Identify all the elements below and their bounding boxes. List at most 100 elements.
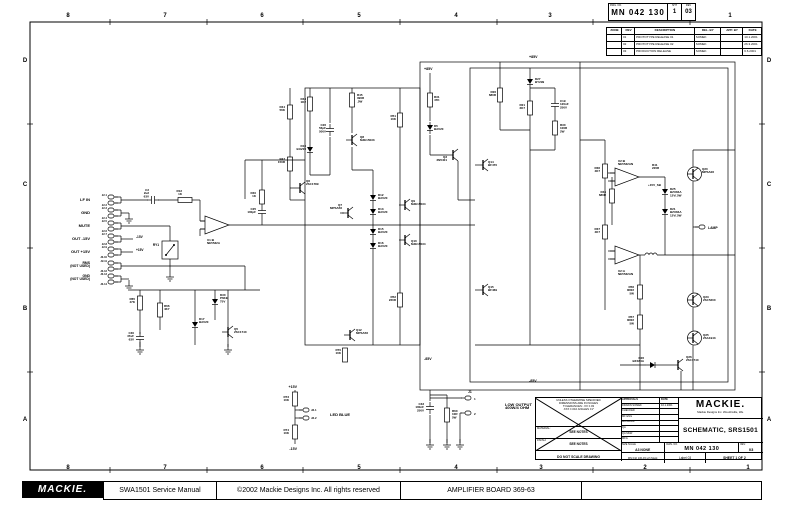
approval-role: CHECKED [621,409,660,414]
component-label: MUTE [79,223,91,228]
component-label: J2-9 [102,245,108,249]
sheet-label: SHT [672,4,677,7]
grid-ref: 4 [454,13,458,19]
revision-cell: REV [622,28,636,34]
revision-cell: 02 [622,42,636,48]
approval-date: 10.1.2001 [661,403,673,407]
approval-row: MATERIAL [621,420,678,427]
grid-ref: 8 [66,465,70,471]
approval-row: QA MGR [621,431,678,438]
revision-cell: SOMEK [695,42,721,48]
footer-cell: ©2002 Mackie Designs Inc. All rights res… [217,482,401,499]
approval-role: QA [621,426,660,431]
revision-cell: 6.6.2001 [744,49,756,54]
finish-value: SEE NOTES [569,442,588,446]
approval-date: DATE [661,398,668,401]
grid-ref: B [767,306,772,312]
grid-ref: 5 [357,465,361,471]
revision-cell: DESCRIPTION [635,28,695,34]
grid-ref: 7 [163,13,167,19]
component-label: J2-2 [102,203,108,207]
revision-cell: PROTOTYPE RELEASE 02 [635,42,695,48]
component-label: -85V [424,357,432,361]
grid-ref: 7 [163,465,167,471]
component-label: 2 [474,412,476,416]
approval-date [660,426,678,431]
component-label: OUT -15V [72,236,90,241]
approval-date [660,432,678,437]
rev-value-2: 03 [748,447,754,452]
company-subtitle: Mackie Designs Inc. Woodinville, Wa. [697,410,744,414]
grid-ref: D [23,58,28,64]
revision-cell [607,42,622,48]
component-label: GND [81,210,90,215]
grid-ref: A [767,417,772,423]
component-label: OUT +15V [71,249,90,254]
footer-cell: AMPLIFIER BOARD 369-63 [401,482,582,499]
component-label: J3-2 [311,416,317,420]
component-label: +15V_SB [648,183,662,187]
component-label: J2-14 [100,282,107,286]
component-label: +85V [424,67,433,71]
revision-cell [721,35,744,41]
grid-ref: 1 [746,465,750,471]
rev-label: REV [685,4,692,7]
revision-cell [721,42,744,48]
approval-row: QA [621,426,678,432]
mackie-footer-logo: MACKIE. [22,481,103,498]
approval-date [660,421,678,426]
top-title-block: DWG. NO. MN 042 130 SHT 1 REV 03 [608,3,696,21]
revision-cell: SOMEK [695,49,721,55]
component-label: J2-13 [100,272,107,276]
grid-ref: 5 [357,13,361,19]
approval-role: MFG [621,437,660,442]
rev-value: 03 [685,9,692,15]
footer-cells: SWA1501 Service Manual©2002 Mackie Desig… [103,481,762,500]
grid-ref: 3 [539,465,543,471]
do-not-scale: DO NOT SCALE DRAWING [557,454,600,459]
grid-ref: 6 [260,465,264,471]
revision-cell: DATE [748,28,757,33]
component-label: 1 [474,397,476,401]
footer-cell [582,482,761,499]
component-label: -15V [289,447,297,451]
component-label: LF IN [80,197,90,202]
component-label: J2-12 [100,269,107,273]
material-label: MATERIAL: [537,427,551,430]
rev-label-2: REV. [740,443,746,446]
finish-label: FINISH: [537,439,547,442]
material-value: SEE NOTES [569,430,588,434]
